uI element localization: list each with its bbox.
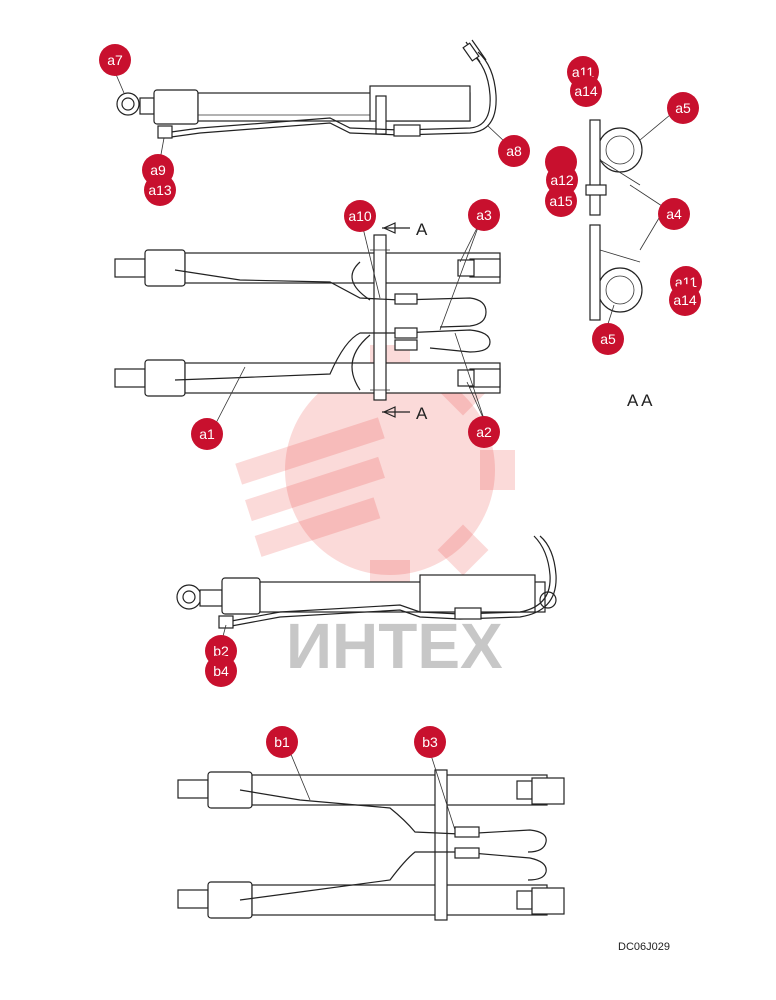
svg-text:a13: a13 (148, 182, 172, 198)
callout-a8[interactable]: a8 (498, 135, 530, 167)
callout-a10[interactable]: a10 (344, 200, 376, 232)
callout-a9[interactable]: a9 (142, 154, 174, 186)
callout-b4[interactable]: b4 (205, 655, 237, 687)
svg-text:a10: a10 (348, 208, 372, 224)
svg-text:a5: a5 (600, 331, 616, 347)
svg-text:a8: a8 (506, 143, 522, 159)
svg-text:a14: a14 (673, 292, 697, 308)
svg-text:b1: b1 (274, 734, 290, 750)
svg-text:a9: a9 (150, 162, 166, 178)
cylinder-pair-bottom (177, 769, 565, 921)
svg-text:a4: a4 (666, 206, 682, 222)
callout-a5-top[interactable]: a5 (667, 92, 699, 124)
section-view-label: A A (627, 391, 653, 410)
svg-text:b4: b4 (213, 663, 229, 679)
svg-text:a14: a14 (574, 83, 598, 99)
callout-a3[interactable]: a3 (468, 199, 500, 231)
callout-a4[interactable]: a4 (658, 198, 690, 230)
cylinder-b-single (176, 535, 557, 629)
section-marker-top: A (416, 220, 428, 239)
callout-b3[interactable]: b3 (414, 726, 446, 758)
callout-a14-top[interactable]: a14 (570, 75, 602, 107)
svg-text:b2: b2 (213, 643, 229, 659)
callout-a7[interactable]: a7 (99, 44, 131, 76)
cylinder-top (116, 39, 497, 139)
callout-b1[interactable]: b1 (266, 726, 298, 758)
svg-text:a12: a12 (550, 172, 574, 188)
svg-text:a2: a2 (476, 424, 492, 440)
cylinder-pair-middle (114, 222, 501, 418)
watermark-text: ИНТЕХ (286, 610, 503, 682)
drawing-code: DC06J029 (618, 941, 670, 953)
callout-a14-bottom[interactable]: a14 (669, 284, 701, 316)
callout-a2[interactable]: a2 (468, 416, 500, 448)
svg-text:a15: a15 (549, 193, 573, 209)
section-marker-bottom: A (416, 404, 428, 423)
svg-text:a7: a7 (107, 52, 123, 68)
svg-text:a5: a5 (675, 100, 691, 116)
svg-text:a1: a1 (199, 426, 215, 442)
callout-a15[interactable]: a15 (545, 185, 577, 217)
svg-text:a3: a3 (476, 207, 492, 223)
callout-a5-bottom[interactable]: a5 (592, 323, 624, 355)
svg-text:b3: b3 (422, 734, 438, 750)
section-view-aa (585, 119, 643, 321)
callout-a1[interactable]: a1 (191, 418, 223, 450)
